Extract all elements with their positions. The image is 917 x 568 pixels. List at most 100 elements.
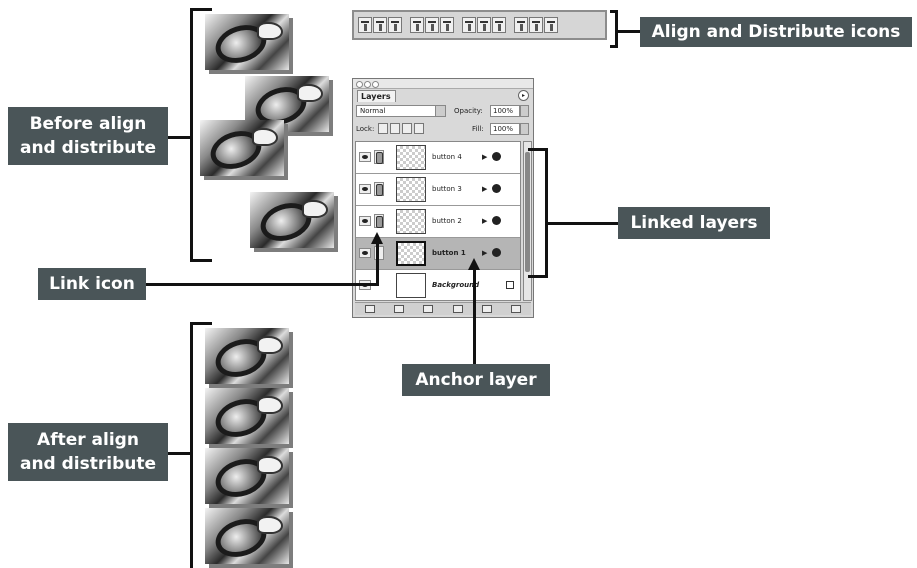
chevron-down-icon — [435, 106, 445, 116]
before-image-3 — [200, 120, 284, 176]
align-top-icon[interactable] — [358, 17, 372, 33]
lock-transparency-icon[interactable] — [378, 123, 388, 134]
trash-icon[interactable] — [511, 305, 521, 313]
layer-thumbnail — [396, 241, 426, 266]
callout-align-distribute: Align and Distribute icons — [640, 17, 912, 47]
lock-label: Lock: — [356, 123, 374, 135]
new-set-icon[interactable] — [423, 305, 433, 313]
link-icon — [376, 216, 383, 228]
callout-after-align: After align and distribute — [8, 423, 168, 481]
linked-leader-line — [548, 222, 618, 225]
distribute-right-icon[interactable] — [544, 17, 558, 33]
distribute-top-icon[interactable] — [462, 17, 476, 33]
panel-bottom-bar — [355, 302, 531, 315]
eye-icon[interactable] — [359, 216, 371, 226]
eye-icon[interactable] — [359, 248, 371, 258]
panel-titlebar[interactable] — [353, 79, 533, 89]
layer-style-icon — [492, 184, 501, 193]
callout-before-align: Before align and distribute — [8, 107, 168, 165]
layers-panel: Layers ▸ Normal Opacity: 100% Lock: Fill… — [352, 78, 534, 318]
expand-triangle-icon[interactable]: ▶ — [482, 249, 487, 257]
align-horizontal-center-icon[interactable] — [425, 17, 439, 33]
tab-layers[interactable]: Layers — [357, 90, 396, 102]
lock-icon — [506, 281, 514, 289]
before-bracket-vertical — [190, 8, 193, 262]
after-image-2 — [205, 388, 289, 444]
new-layer-icon[interactable] — [482, 305, 492, 313]
align-vertical-center-icon[interactable] — [373, 17, 387, 33]
callout-align-distribute-text: Align and Distribute icons — [652, 20, 901, 44]
blend-opacity-row: Normal Opacity: 100% — [356, 105, 530, 119]
anchor-arrowhead — [468, 258, 480, 270]
distribute-left-icon[interactable] — [514, 17, 528, 33]
eye-icon[interactable] — [359, 184, 371, 194]
align-right-icon[interactable] — [440, 17, 454, 33]
lock-image-icon[interactable] — [390, 123, 400, 134]
scrollbar-thumb[interactable] — [525, 152, 530, 272]
expand-triangle-icon[interactable]: ▶ — [482, 185, 487, 193]
zoom-window-icon[interactable] — [372, 81, 379, 88]
fill-label: Fill: — [472, 123, 484, 135]
callout-linked-layers: Linked layers — [618, 207, 770, 239]
link-icon-arrowhead — [371, 232, 383, 244]
distribute-bottom-icon[interactable] — [492, 17, 506, 33]
callout-after-line2: and distribute — [20, 452, 156, 476]
minimize-window-icon[interactable] — [364, 81, 371, 88]
callout-after-line1: After align — [37, 428, 139, 452]
layer-name: button 3 — [432, 185, 462, 193]
align-horizontal-group — [410, 17, 454, 33]
layer-row-button-4[interactable]: button 4 ▶ — [356, 142, 520, 174]
expand-triangle-icon[interactable]: ▶ — [482, 153, 487, 161]
link-icon — [376, 152, 383, 164]
after-image-3 — [205, 448, 289, 504]
add-mask-icon[interactable] — [394, 305, 404, 313]
distribute-vertical-center-icon[interactable] — [477, 17, 491, 33]
adjustment-layer-icon[interactable] — [453, 305, 463, 313]
fill-dropdown-icon[interactable] — [520, 123, 529, 135]
link-icon — [376, 184, 383, 196]
lock-fill-row: Lock: Fill: 100% — [356, 123, 530, 137]
before-leader-line — [168, 136, 192, 139]
fill-field[interactable]: 100% — [490, 123, 520, 135]
callout-linked-layers-text: Linked layers — [630, 211, 757, 235]
linked-bracket-vertical — [545, 148, 548, 278]
align-left-icon[interactable] — [410, 17, 424, 33]
opacity-field[interactable]: 100% — [490, 105, 520, 117]
callout-link-icon-text: Link icon — [49, 272, 135, 296]
callout-before-line1: Before align — [30, 112, 147, 136]
callout-before-line2: and distribute — [20, 136, 156, 160]
add-layer-style-icon[interactable] — [365, 305, 375, 313]
before-image-4 — [250, 192, 334, 248]
layer-name: button 1 — [432, 249, 466, 257]
layers-list: button 4 ▶ button 3 ▶ button 2 ▶ but — [355, 141, 521, 301]
expand-triangle-icon[interactable]: ▶ — [482, 217, 487, 225]
distribute-vertical-group — [462, 17, 506, 33]
callout-anchor-layer: Anchor layer — [402, 364, 550, 396]
after-image-4 — [205, 508, 289, 564]
panel-menu-icon[interactable]: ▸ — [518, 90, 529, 101]
lock-position-icon[interactable] — [402, 123, 412, 134]
opacity-label: Opacity: — [454, 105, 483, 117]
layer-style-icon — [492, 152, 501, 161]
distribute-horizontal-center-icon[interactable] — [529, 17, 543, 33]
layer-row-background[interactable]: Background — [356, 270, 520, 302]
after-bracket-vertical — [190, 322, 193, 568]
link-icon-leader-vertical — [376, 240, 379, 286]
layer-row-button-3[interactable]: button 3 ▶ — [356, 174, 520, 206]
layer-name: button 2 — [432, 217, 462, 225]
close-window-icon[interactable] — [356, 81, 363, 88]
toolbar-bracket-vertical — [615, 10, 618, 48]
align-distribute-toolbar — [352, 10, 607, 40]
lock-all-icon[interactable] — [414, 123, 424, 134]
opacity-dropdown-icon[interactable] — [520, 105, 529, 117]
distribute-horizontal-group — [514, 17, 558, 33]
layer-thumbnail — [396, 145, 426, 170]
align-bottom-icon[interactable] — [388, 17, 402, 33]
align-vertical-group — [358, 17, 402, 33]
layer-thumbnail — [396, 273, 426, 298]
before-image-1 — [205, 14, 289, 70]
eye-icon[interactable] — [359, 152, 371, 162]
layer-style-icon — [492, 248, 501, 257]
blend-mode-select[interactable]: Normal — [356, 105, 446, 117]
after-bracket-top — [190, 322, 212, 325]
